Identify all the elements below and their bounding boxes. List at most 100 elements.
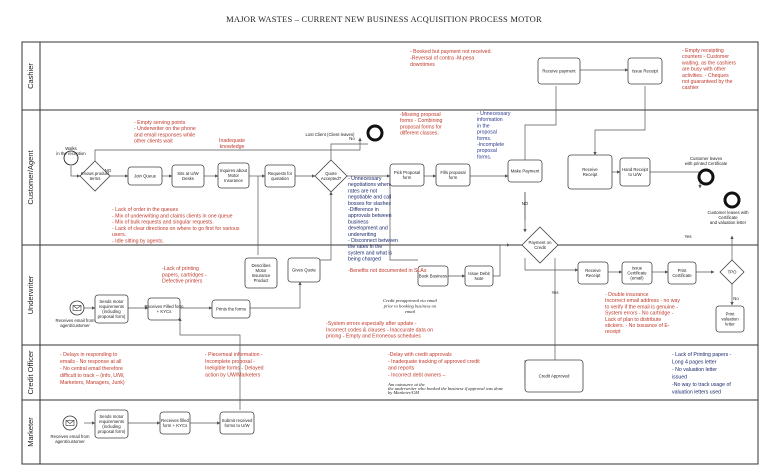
join-queue-box-label: Join Queue <box>134 174 157 179</box>
lane-cashier: Cashier <box>26 63 35 89</box>
lane-marketer: Marketer <box>26 417 35 447</box>
note-lack-printing-papers: - Lack of Printing papers -Long 4 pages … <box>672 352 732 396</box>
lane-underwriter: Underwriter <box>26 275 35 314</box>
issue-receipt-box: Issue Receipt <box>627 57 663 85</box>
lost-client-end <box>366 124 384 142</box>
yes-label-2: Yes <box>551 290 558 295</box>
gives-quote-box-label: Gives Quote <box>292 268 316 273</box>
receive-payment-box-label: Receive payment <box>542 69 576 74</box>
join-queue-box: Join Queue <box>127 166 163 186</box>
gives-quote-box: Gives Quote <box>287 257 321 283</box>
prints-forms-box: Prints the forms <box>211 299 251 319</box>
make-payment-box-label: Make Payment <box>511 169 540 174</box>
start-circle <box>63 150 79 166</box>
no-label-2: No <box>349 136 355 141</box>
lost-client-label: Lost Client (Client leaves) <box>306 132 356 137</box>
no-label-1: NO <box>105 168 112 173</box>
receives-filled-uw-box: Receives Filled form+ KYCs <box>145 297 184 321</box>
customer-leaves-cert-val-end <box>723 191 741 209</box>
lane-credit-officer: Credit Officer <box>26 350 35 395</box>
book-business-box-label: Book Business <box>419 274 447 279</box>
note-system-errors: -System errors especially after update -… <box>326 321 433 340</box>
no-label-3: NO <box>522 201 529 206</box>
book-business-box: Book Business <box>417 265 449 287</box>
issue-receipt-box-label: Issue Receipt <box>632 69 659 74</box>
tpo-decision: TPO <box>719 259 745 285</box>
email-icon-marketer <box>62 415 78 431</box>
note-piecemeal: - Piecemeal information -Incomplete prop… <box>205 352 264 378</box>
receive-payment-box: Receive payment <box>537 57 581 85</box>
tpo-decision-label: TPO <box>728 270 737 275</box>
lane-customer-agent: Customer/Agent <box>26 149 35 204</box>
note-serving-points: - Empty serving points- Underwriter on t… <box>134 120 196 145</box>
note-benefits-not: -Benefits not documented in SLAs <box>348 268 427 274</box>
credit-approved-box: Credit Approved <box>524 359 584 393</box>
note-cashier-booked: - Booked but payment not received.-Rever… <box>410 49 492 68</box>
swimlane-frame <box>21 41 759 465</box>
no-label-4: No <box>733 296 739 301</box>
make-payment-box: Make Payment <box>507 159 543 183</box>
email-icon-underwriter <box>69 300 85 316</box>
note-lack-of-order: - Lack of order in the queues- Mix of un… <box>112 207 240 245</box>
diagram-title: MAJOR WASTES – CURRENT NEW BUSINESS ACQU… <box>226 14 542 24</box>
customer-leaves-cert-end <box>697 168 715 186</box>
prints-forms-box-label: Prints the forms <box>216 307 246 312</box>
credit-approved-box-label: Credit Approved <box>539 374 570 379</box>
